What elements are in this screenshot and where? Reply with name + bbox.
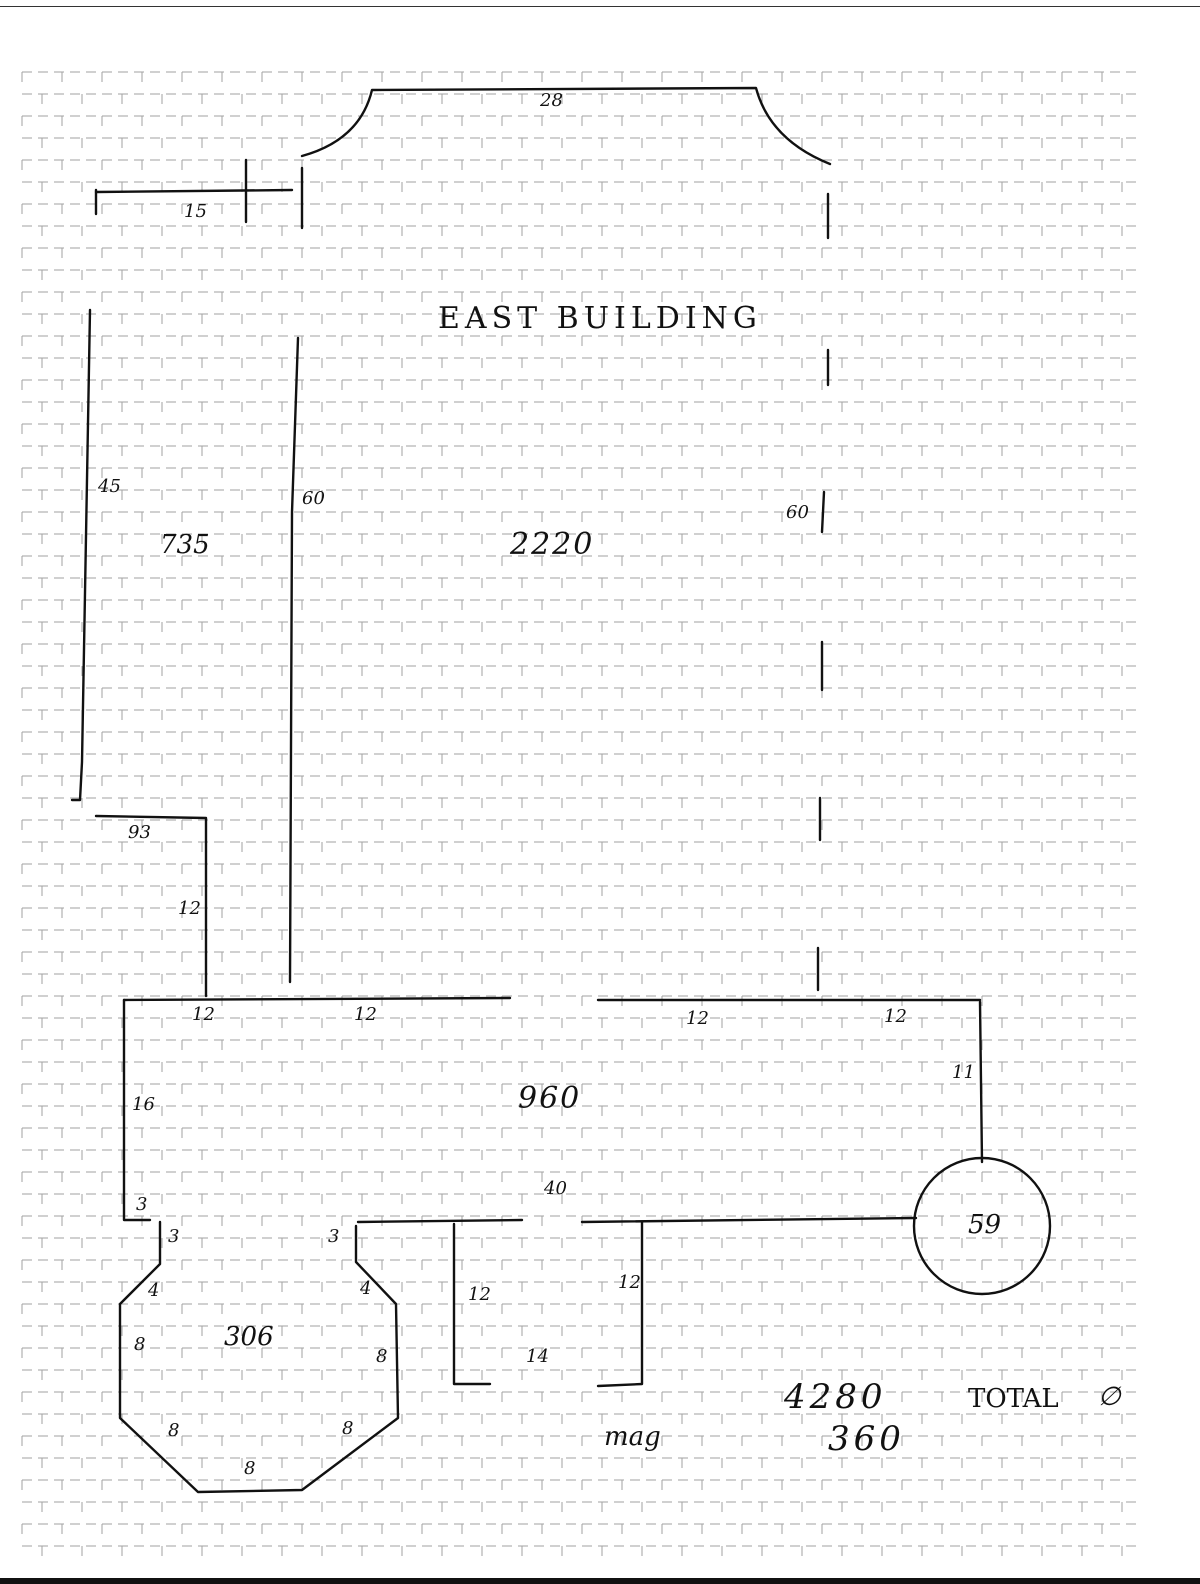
sub-value: 360 xyxy=(828,1419,905,1459)
total-value: 4280 xyxy=(784,1377,887,1417)
main-area-label: 2220 xyxy=(510,527,595,562)
oct-step-left-label: 3 xyxy=(136,1194,148,1215)
signature-mark: mag xyxy=(604,1422,661,1452)
lower-block-left-wall xyxy=(122,998,152,1222)
lower-area-label: 960 xyxy=(518,1081,582,1116)
left-stub-line xyxy=(94,188,294,194)
oct-diag-lower-right-label: 8 xyxy=(342,1418,354,1439)
oct-step-right-label: 3 xyxy=(328,1226,340,1247)
wing-left-side-label: 45 xyxy=(98,476,121,497)
bay-outline xyxy=(356,1218,644,1388)
notch-side-label: 12 xyxy=(178,898,201,919)
bottom-seg-2-label: 12 xyxy=(354,1004,377,1025)
top-width-label: 28 xyxy=(540,90,563,111)
lower-block-top xyxy=(122,996,512,1002)
notch-width-label: 93 xyxy=(128,822,151,843)
notch-outline xyxy=(94,814,208,998)
oct-side-left-label: 8 xyxy=(134,1334,146,1355)
left-stub-label: 15 xyxy=(184,201,207,222)
bottom-seg-1-label: 12 xyxy=(192,1004,215,1025)
circle-area-label: 59 xyxy=(968,1210,1002,1240)
oct-diag-lower-left-label: 8 xyxy=(168,1420,180,1441)
lower-width-label: 40 xyxy=(544,1178,567,1199)
oct-side-right-label: 8 xyxy=(376,1346,388,1367)
wing-area-label: 735 xyxy=(160,530,210,560)
main-right-side-label: 60 xyxy=(786,502,809,523)
bay-right-label: 12 xyxy=(618,1272,641,1293)
lower-right-side-label: 11 xyxy=(952,1062,975,1083)
grid-path xyxy=(21,71,1138,1560)
lower-south-wall xyxy=(580,1216,918,1224)
bay-left-label: 12 xyxy=(468,1284,491,1305)
total-label: TOTAL xyxy=(968,1384,1059,1414)
bottom-seg-3-label: 12 xyxy=(686,1008,709,1029)
top-arch-outline xyxy=(300,86,832,166)
total-symbol: ∅ xyxy=(1098,1382,1121,1412)
circle-room xyxy=(912,1156,1052,1296)
grid-lines xyxy=(21,71,1138,1560)
octagon-room-outline xyxy=(118,1220,400,1494)
oct-diag-upper-left-label: 4 xyxy=(148,1280,160,1301)
scan-top-edge xyxy=(0,6,1200,7)
bottom-seg-4-label: 12 xyxy=(884,1006,907,1027)
wing-left-wall xyxy=(70,308,92,802)
wing-right-side-label: 60 xyxy=(302,488,325,509)
lower-block-right-wall xyxy=(978,1000,984,1164)
lower-left-side-label: 16 xyxy=(132,1094,155,1115)
bay-bottom-label: 14 xyxy=(526,1346,549,1367)
oct-area-label: 306 xyxy=(224,1322,274,1352)
building-title: EAST BUILDING xyxy=(438,301,762,336)
oct-step-left-down-label: 3 xyxy=(168,1226,180,1247)
wing-right-wall xyxy=(288,336,300,984)
oct-diag-upper-right-label: 4 xyxy=(360,1278,372,1299)
oct-bottom-label: 8 xyxy=(244,1458,256,1479)
scan-bottom-edge xyxy=(0,1578,1200,1584)
main-right-wall-2 xyxy=(820,490,826,534)
